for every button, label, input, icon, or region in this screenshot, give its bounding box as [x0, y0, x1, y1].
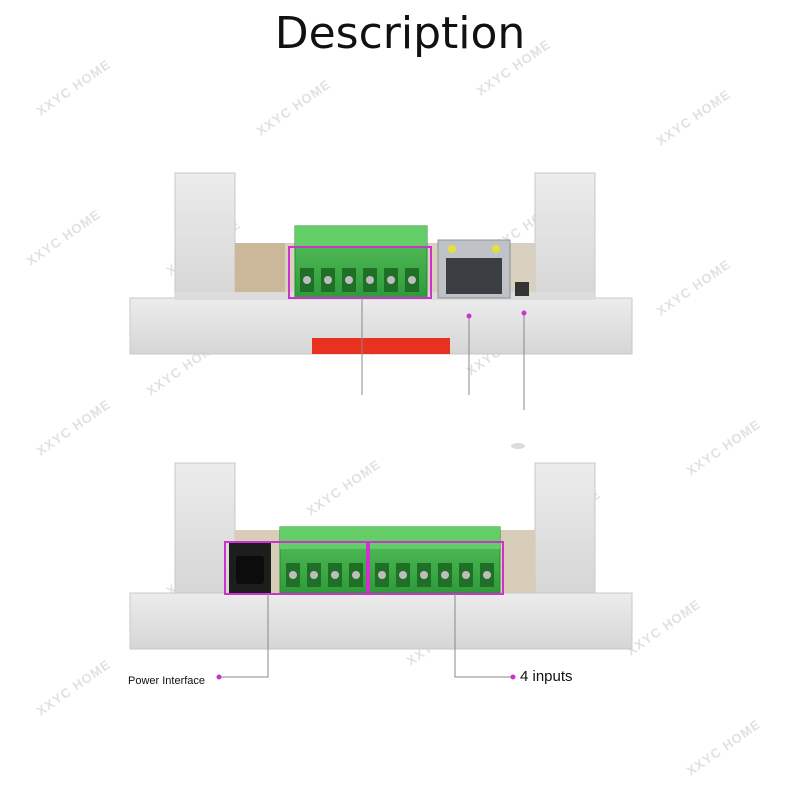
highlight-input-terminal	[368, 541, 504, 595]
leader-dot	[466, 313, 472, 319]
label-placeholder	[511, 443, 525, 449]
module-top	[129, 172, 633, 449]
leader-dot	[216, 674, 222, 680]
module-bottom	[129, 462, 633, 680]
ethernet-port	[437, 239, 511, 299]
power-jack	[229, 542, 271, 594]
button-top	[515, 282, 529, 296]
leader-dot	[521, 310, 527, 316]
leader-line-power	[220, 594, 269, 678]
din-latch	[312, 338, 450, 354]
power-interface-label: Power Interface	[128, 675, 206, 687]
terminal-block-top	[294, 225, 428, 299]
leader-dot	[510, 674, 516, 680]
inputs-label: 4 inputs	[520, 668, 573, 685]
highlight-power-terminal	[224, 541, 368, 595]
leader-line-inputs	[454, 594, 513, 678]
terminal-block-bottom	[279, 526, 501, 594]
page-title: Description	[274, 8, 526, 59]
highlight-top-terminal	[288, 246, 432, 299]
